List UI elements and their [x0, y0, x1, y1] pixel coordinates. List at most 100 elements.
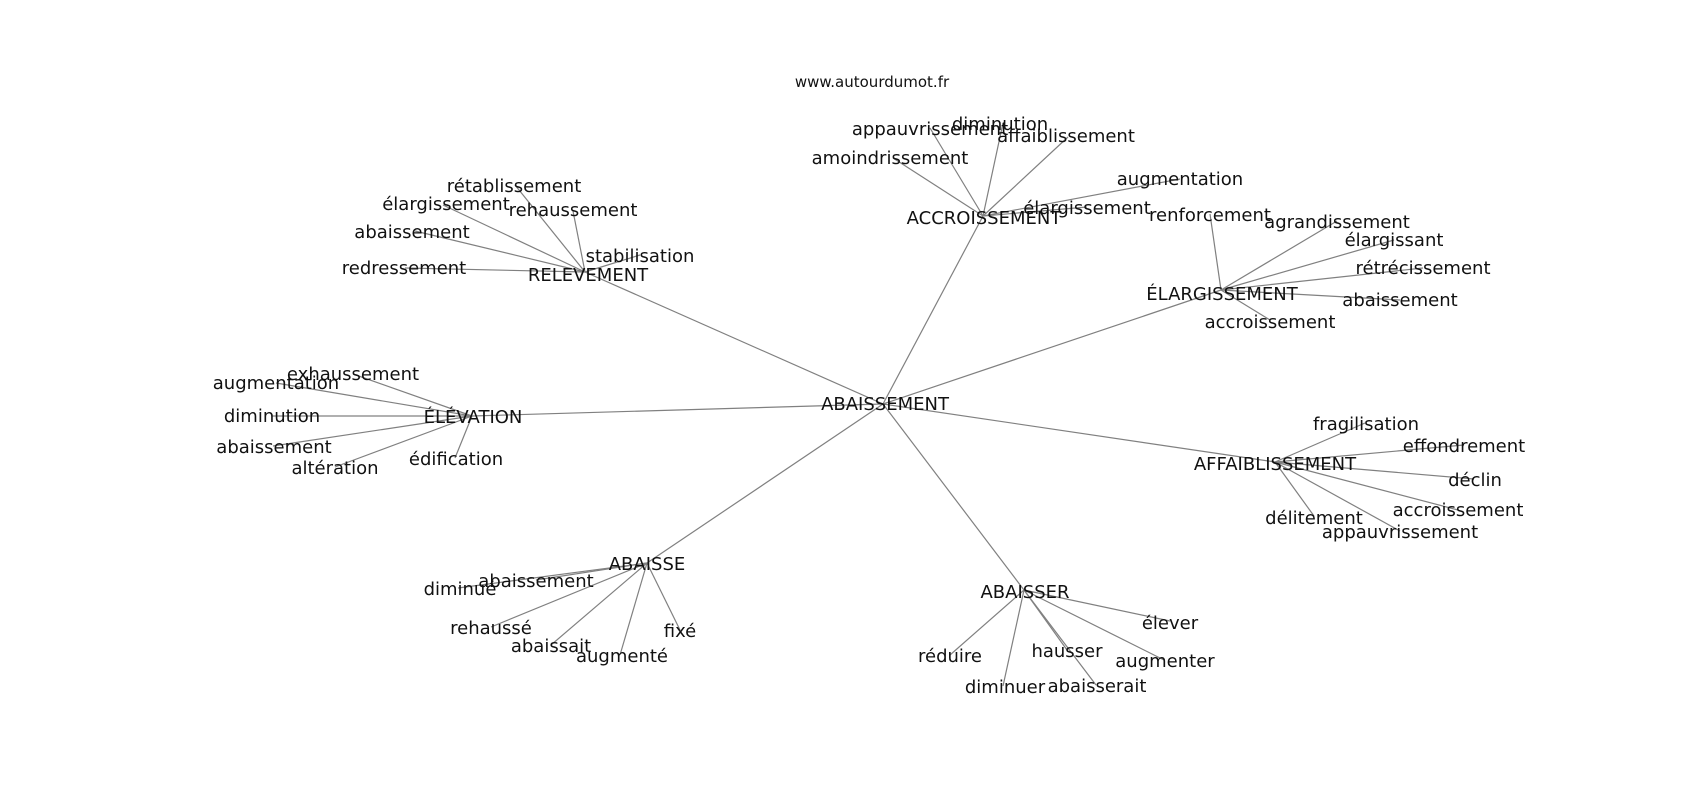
leaf-node-relevement-3: abaissement: [354, 222, 469, 243]
leaf-node-affaiblissement-3: délitement: [1265, 508, 1363, 529]
hub-node-abaisse: ABAISSE: [609, 554, 686, 575]
leaf-node-abaisser-0: élever: [1142, 613, 1199, 634]
edge-elevation-4: [334, 415, 473, 468]
edge-relevement-5: [404, 267, 586, 273]
leaf-node-elargissement-0: renforcement: [1149, 205, 1271, 226]
edge-affaiblissement-5: [1274, 461, 1401, 532]
edge-elevation-1: [275, 382, 473, 417]
leaf-node-elargissement-3: rétrécissement: [1355, 258, 1490, 279]
edge-abaisse-0: [457, 562, 648, 589]
edge-abaisse-4: [619, 562, 648, 656]
edge-abaisse-1: [535, 562, 648, 581]
leaf-node-accroissement-2: affaiblissement: [997, 126, 1135, 147]
hub-node-relevement: RELEVEMENT: [528, 265, 649, 286]
leaf-node-affaiblissement-2: déclin: [1448, 470, 1502, 491]
edge-abaisser-0: [1023, 589, 1171, 622]
edge-elargissement-5: [1220, 289, 1271, 321]
leaf-node-elevation-0: exhaussement: [287, 364, 419, 385]
hub-node-accroissement: ACCROISSEMENT: [907, 208, 1063, 229]
hub-node-abaisser: ABAISSER: [980, 582, 1069, 603]
labels-layer: rétablissementélargissementrehaussementa…: [213, 114, 1525, 698]
edge-accroissement-5: [982, 206, 1088, 217]
edge-abaisser-3: [1023, 589, 1165, 661]
edge-relevement-1: [442, 204, 586, 273]
leaf-node-abaisse-1: abaissement: [478, 571, 593, 592]
edge-center-affaiblissement: [882, 403, 1276, 463]
leaf-node-abaisse-2: rehaussé: [450, 618, 532, 639]
edge-affaiblissement-4: [1274, 461, 1459, 511]
leaf-node-relevement-0: rétablissement: [447, 176, 582, 197]
edge-accroissement-2: [982, 136, 1069, 217]
leaf-node-accroissement-4: augmentation: [1117, 169, 1243, 190]
leaf-node-relevement-4: stabilisation: [586, 246, 695, 267]
edge-abaisser-4: [1002, 589, 1025, 687]
edge-elargissement-2: [1220, 239, 1395, 291]
leaf-node-elargissement-5: accroissement: [1205, 312, 1336, 333]
leaf-node-relevement-5: redressement: [342, 258, 467, 279]
leaf-node-elargissement-2: élargissant: [1345, 230, 1444, 251]
edge-center-elargissement: [882, 289, 1222, 405]
leaf-node-abaisser-3: augmenter: [1115, 651, 1215, 672]
edge-center-accroissement: [882, 215, 984, 405]
edge-accroissement-1: [982, 122, 1004, 217]
edge-abaisser-5: [1023, 589, 1097, 686]
edge-elevation-5: [454, 415, 473, 459]
edge-abaisse-5: [646, 562, 681, 631]
edge-elargissement-4: [1220, 289, 1401, 301]
leaf-node-elevation-3: abaissement: [216, 437, 331, 458]
edge-center-abaisse: [646, 403, 884, 564]
edge-relevement-4: [584, 254, 641, 273]
leaf-node-relevement-2: rehaussement: [509, 200, 638, 221]
edge-relevement-3: [414, 230, 586, 273]
edge-affaiblissement-0: [1274, 422, 1366, 463]
leaf-node-elevation-5: édification: [409, 449, 503, 470]
edge-center-relevement: [584, 271, 884, 405]
edge-abaisse-2: [490, 562, 648, 628]
leaf-node-elargissement-4: abaissement: [1342, 290, 1457, 311]
edge-abaisse-3: [550, 562, 648, 646]
leaf-node-accroissement-1: diminution: [952, 114, 1048, 135]
edge-relevement-2: [572, 210, 586, 273]
leaf-node-abaisser-1: réduire: [918, 646, 982, 667]
edge-elargissement-0: [1209, 213, 1222, 291]
center-node: ABAISSEMENT: [821, 394, 950, 415]
leaf-node-elevation-4: altération: [291, 458, 378, 479]
edge-affaiblissement-2: [1274, 461, 1475, 480]
edge-center-abaisser: [882, 403, 1025, 591]
leaf-node-affaiblissement-0: fragilisation: [1313, 414, 1419, 435]
edge-center-elevation: [471, 403, 884, 417]
edges-layer: [272, 122, 1475, 687]
leaf-node-elevation-1: augmentation: [213, 373, 339, 394]
edge-accroissement-0: [929, 127, 984, 217]
leaf-node-abaisse-3: abaissait: [511, 636, 591, 657]
leaf-node-abaisse-0: diminué: [424, 579, 497, 600]
edge-relevement-0: [514, 184, 586, 273]
leaf-node-accroissement-5: élargissement: [1023, 198, 1151, 219]
edge-elevation-3: [272, 415, 473, 447]
leaf-node-affaiblissement-1: effondrement: [1403, 436, 1525, 457]
leaf-node-abaisser-4: diminuer: [965, 677, 1046, 698]
edge-accroissement-3: [892, 157, 984, 217]
edge-abaisser-1: [949, 589, 1025, 656]
leaf-node-relevement-1: élargissement: [382, 194, 510, 215]
hub-node-elevation: ÉLÉVATION: [424, 406, 523, 428]
leaf-node-abaisse-4: augmenté: [576, 646, 668, 667]
edge-affaiblissement-1: [1274, 444, 1465, 463]
leaf-node-affaiblissement-5: appauvrissement: [1322, 522, 1478, 543]
edge-accroissement-4: [982, 178, 1181, 217]
hub-node-elargissement: ÉLARGISSEMENT: [1146, 283, 1298, 305]
edge-elargissement-3: [1220, 267, 1424, 291]
leaf-node-abaisser-2: hausser: [1031, 641, 1103, 662]
edge-elevation-0: [352, 373, 473, 417]
leaf-node-elevation-2: diminution: [224, 406, 320, 427]
leaf-node-accroissement-0: appauvrissement: [852, 119, 1008, 140]
leaf-node-affaiblissement-4: accroissement: [1393, 500, 1524, 521]
leaf-node-elargissement-1: agrandissement: [1264, 212, 1410, 233]
edge-affaiblissement-3: [1274, 461, 1315, 517]
edge-elargissement-1: [1220, 220, 1338, 291]
leaf-node-abaisse-5: fixé: [664, 621, 697, 642]
hub-node-affaiblissement: AFFAIBLISSEMENT: [1194, 454, 1357, 475]
watermark-text: www.autourdumot.fr: [795, 73, 950, 91]
leaf-node-abaisser-5: abaisserait: [1048, 676, 1147, 697]
leaf-node-accroissement-3: amoindrissement: [812, 148, 969, 169]
